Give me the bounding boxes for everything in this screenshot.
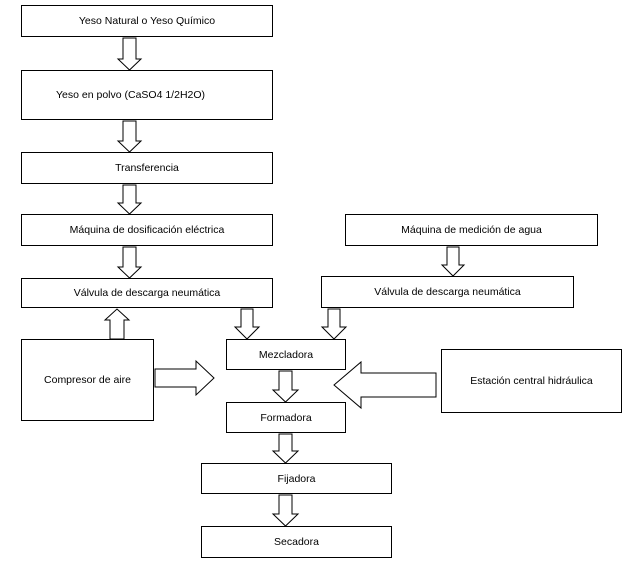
arrow-down-icon <box>116 37 143 71</box>
node-mezcladora: Mezcladora <box>226 339 346 370</box>
node-estacion-hidraulica: Estación central hidráulica <box>441 349 622 413</box>
node-fijadora: Fijadora <box>201 463 392 494</box>
arrow-down-icon <box>116 246 143 279</box>
node-dosificacion: Máquina de dosificación eléctrica <box>21 214 273 246</box>
arrow-left-icon <box>333 360 437 410</box>
node-yeso-natural: Yeso Natural o Yeso Químico <box>21 5 273 37</box>
arrow-down-icon <box>116 184 143 215</box>
node-valvula-izquierda: Válvula de descarga neumática <box>21 278 273 308</box>
node-valvula-derecha: Válvula de descarga neumática <box>321 276 574 308</box>
arrow-down-icon <box>233 308 261 340</box>
arrow-down-icon <box>320 308 348 340</box>
arrow-right-icon <box>154 359 215 397</box>
node-transferencia: Transferencia <box>21 152 273 184</box>
node-compresor: Compresor de aire <box>21 339 154 421</box>
arrow-up-icon <box>103 308 131 340</box>
arrow-down-icon <box>440 246 466 277</box>
arrow-down-icon <box>271 494 300 527</box>
node-formadora: Formadora <box>226 402 346 433</box>
node-secadora: Secadora <box>201 526 392 558</box>
arrow-down-icon <box>271 370 300 403</box>
arrow-down-icon <box>271 433 300 464</box>
node-yeso-polvo: Yeso en polvo (CaSO4 1/2H2O) <box>21 70 273 120</box>
node-medicion-agua: Máquina de medición de agua <box>345 214 598 246</box>
arrow-down-icon <box>116 120 143 153</box>
